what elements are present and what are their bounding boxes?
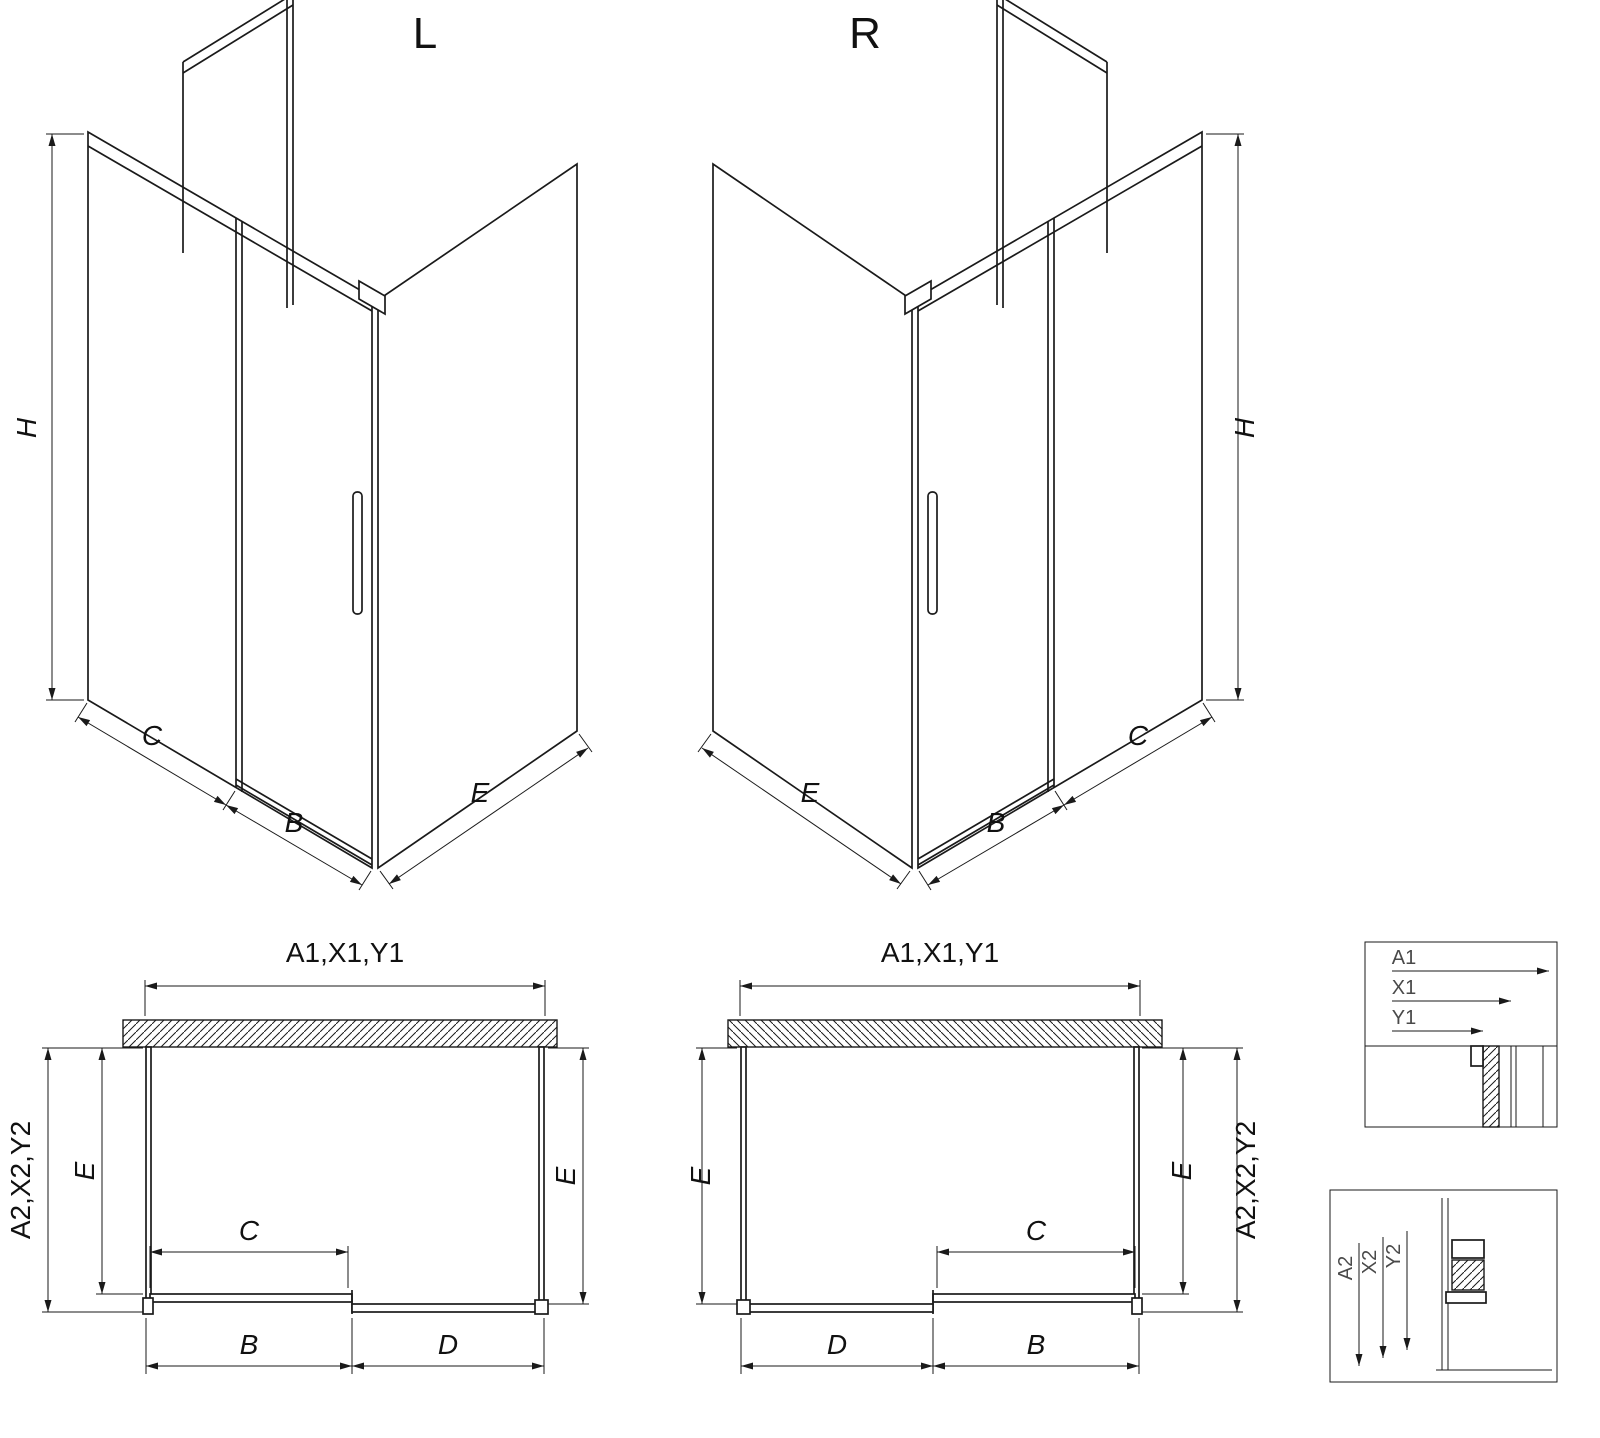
rail-block-bottom: [1445, 1291, 1487, 1304]
detail-label-y1: Y1: [1392, 1007, 1416, 1029]
view-title-r: R: [849, 9, 881, 58]
view-title-l: L: [413, 9, 437, 58]
dim-label-b-r: B: [987, 807, 1006, 838]
plan-r-dim-a1: A1,X1,Y1: [881, 937, 999, 968]
dim-label-c-r: C: [1128, 720, 1149, 751]
rail-section-hatch: [1451, 1259, 1485, 1291]
plan-r-dim-e-left: E: [685, 1166, 716, 1185]
plan-l-dim-c: C: [239, 1215, 260, 1246]
plan-l-dim-e-left: E: [69, 1161, 100, 1180]
detail-label-x1: X1: [1392, 977, 1416, 999]
iso-view-r-geometry: [698, 0, 1244, 890]
plan-l-dim-e-right: E: [550, 1166, 581, 1185]
plan-view-l-geometry: [42, 980, 589, 1374]
dim-label-b-l: B: [285, 807, 304, 838]
plan-l-dim-a2: A2,X2,Y2: [5, 1121, 36, 1239]
plan-l-dim-a1: A1,X1,Y1: [286, 937, 404, 968]
wall-profile: [1470, 1045, 1484, 1067]
plan-r-dim-c: C: [1026, 1215, 1047, 1246]
plan-r-dim-d: D: [827, 1329, 847, 1360]
dim-label-e-l: E: [471, 777, 490, 808]
detail-wall-section: A1 X1 Y1: [1364, 941, 1558, 1128]
plan-r-dim-b: B: [1027, 1329, 1046, 1360]
detail-floor-section: A2 X2 Y2: [1329, 1189, 1558, 1383]
wall-section-hatch: [1482, 1045, 1500, 1128]
iso-view-l-geometry: [46, 0, 592, 890]
detail-label-a1: A1: [1392, 947, 1416, 969]
dim-label-h-r: H: [1229, 417, 1260, 438]
rail-block-top: [1451, 1239, 1485, 1259]
plan-l-dim-b: B: [240, 1329, 259, 1360]
dim-label-e-r: E: [801, 777, 820, 808]
dim-label-h-l: H: [11, 417, 42, 438]
dim-label-c-l: C: [142, 720, 163, 751]
plan-view-r-geometry: [696, 980, 1243, 1374]
detail-label-y2: Y2: [1383, 1244, 1405, 1268]
plan-l-dim-d: D: [438, 1329, 458, 1360]
plan-r-dim-e-right: E: [1166, 1161, 1197, 1180]
detail-label-x2: X2: [1359, 1250, 1381, 1274]
detail-label-a2: A2: [1335, 1256, 1357, 1280]
plan-r-dim-a2: A2,X2,Y2: [1230, 1121, 1261, 1239]
